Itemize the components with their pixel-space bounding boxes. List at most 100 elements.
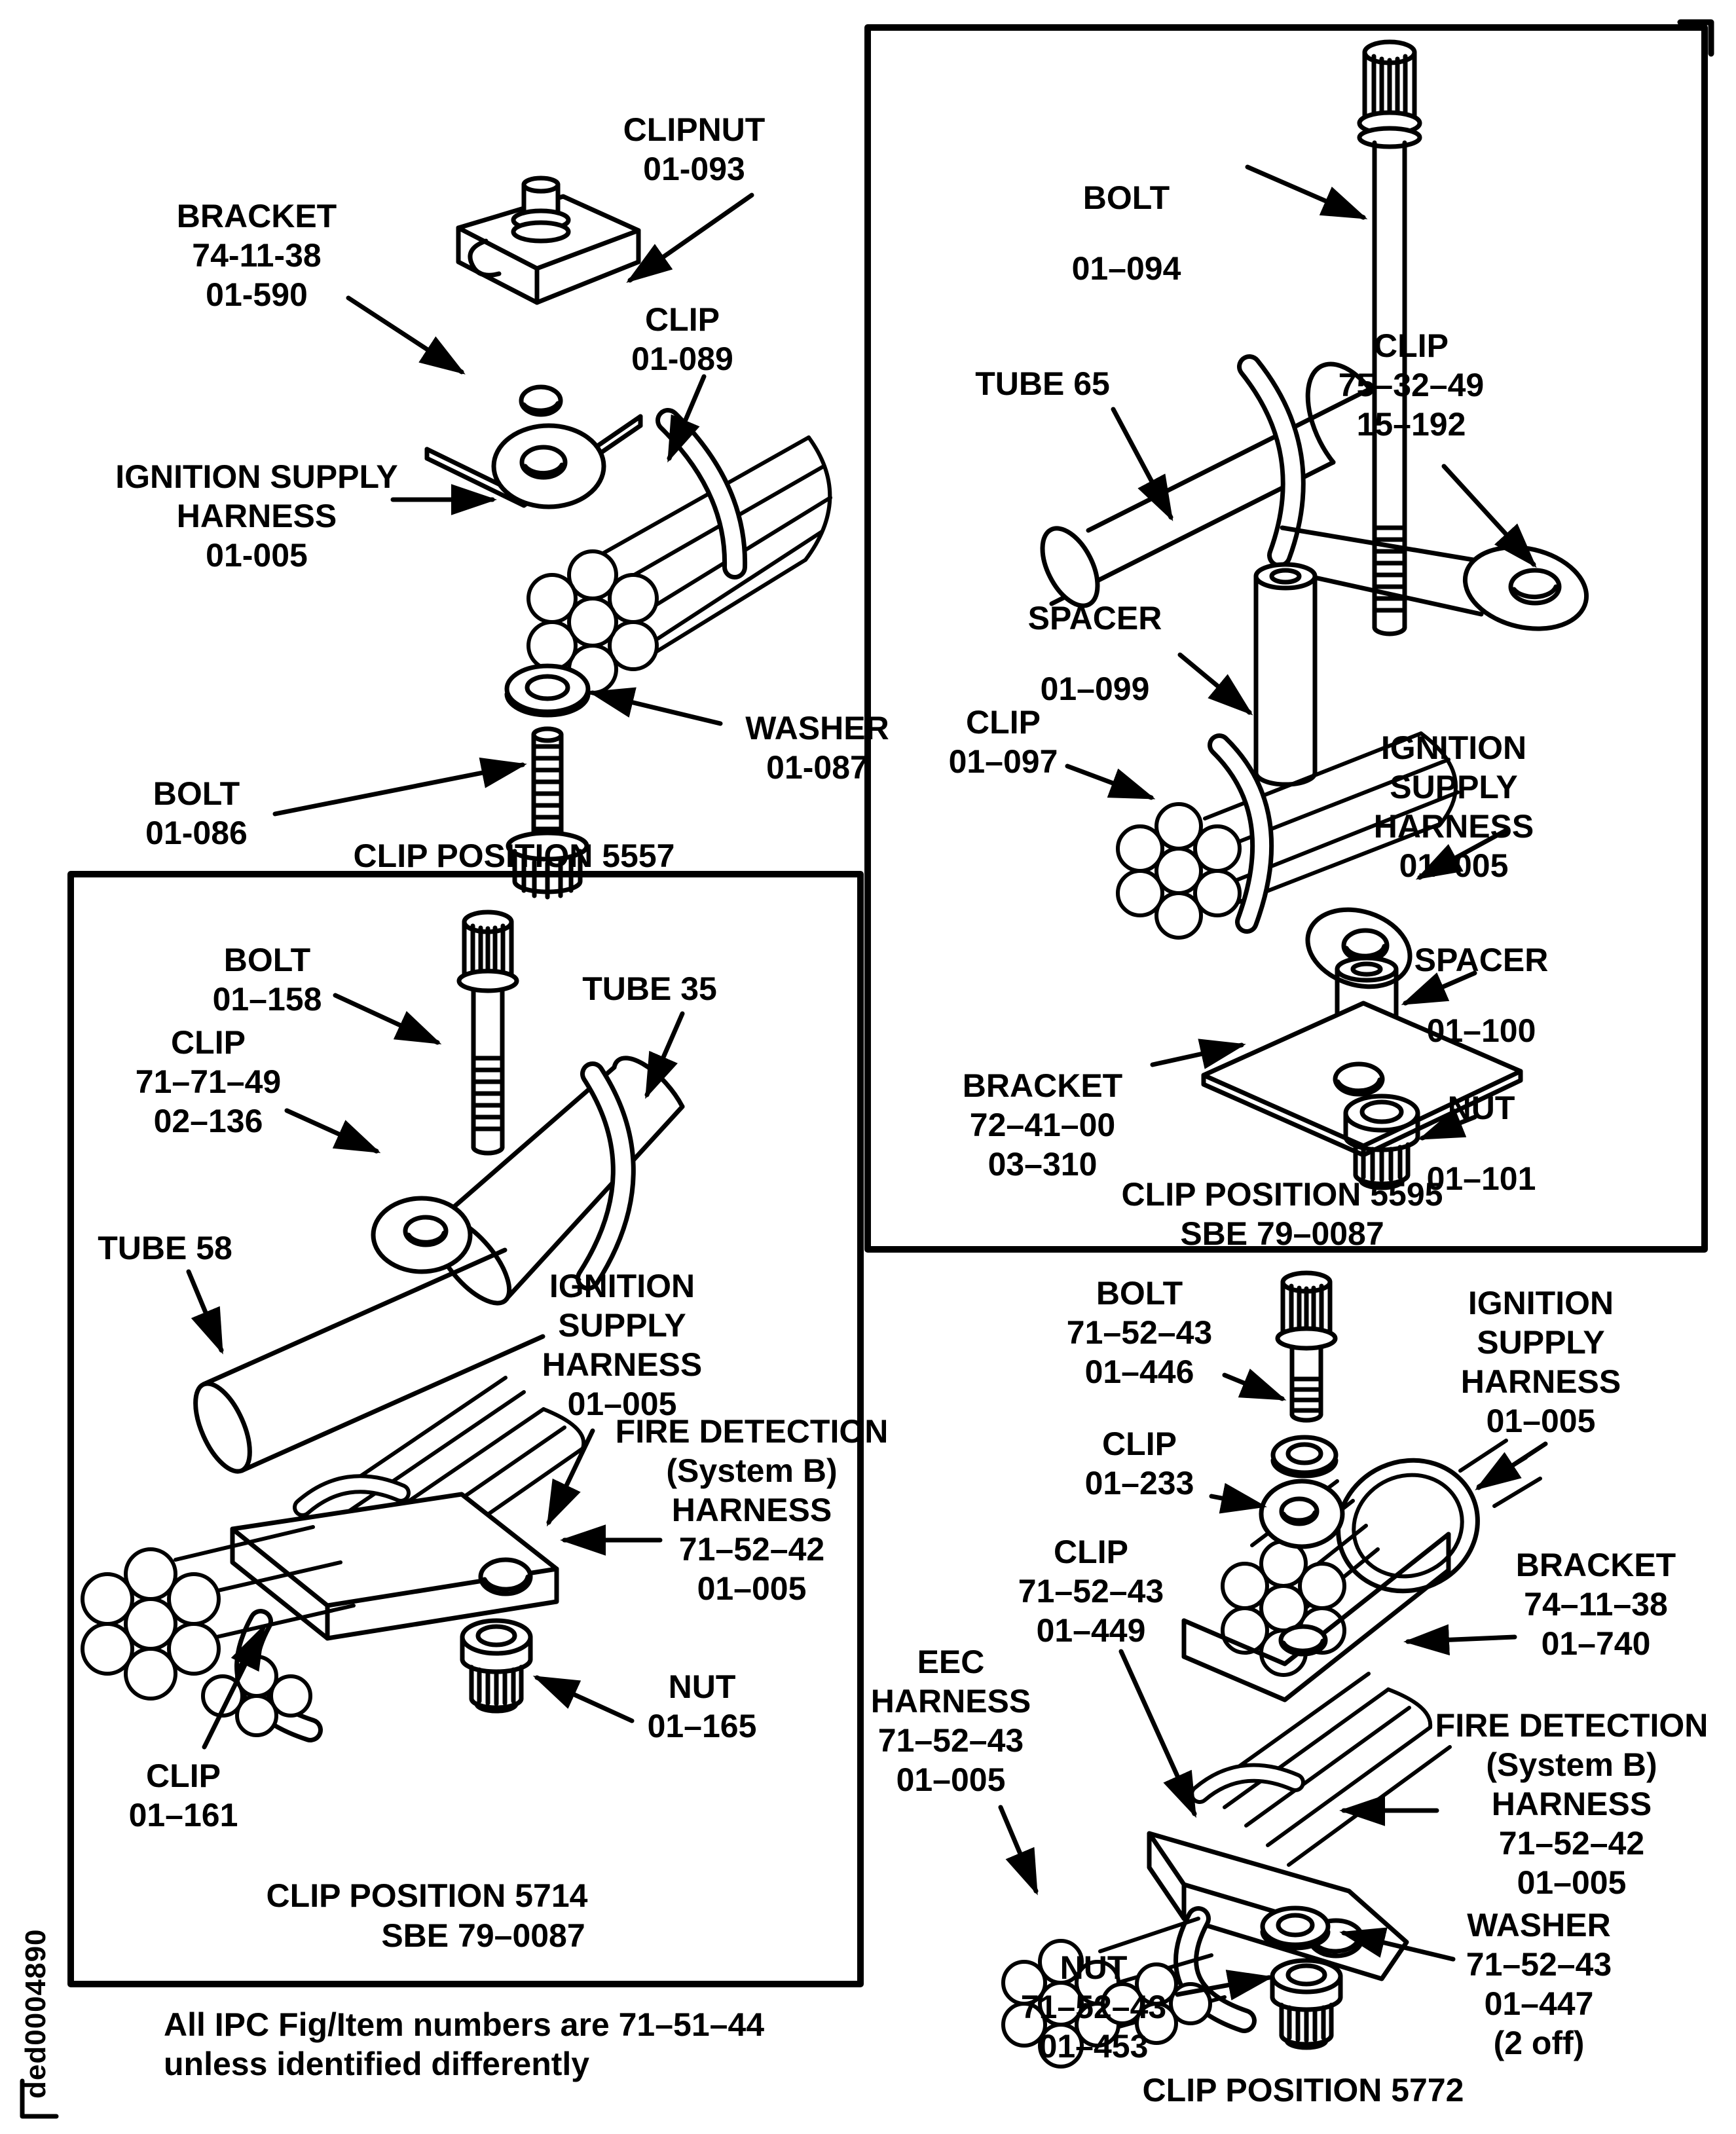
label-bracket-72-41-00-03-310-line: BRACKET [962,1067,1123,1104]
bracket-74-11-38-01-740-drawing [1181,1532,1451,1702]
label-fire-detection-harness-71-52-42-a-line: 01–005 [697,1570,807,1607]
label-nut-71-52-43-01-453-line: 01–453 [1039,2028,1149,2065]
label-bracket-72-41-00-03-310-line: 03–310 [988,1146,1098,1183]
bolt-01-086-drawing [506,726,589,900]
label-ignition-supply-harness-01-005-a-line: HARNESS [176,498,337,534]
clipnut-01-093-drawing [456,175,641,305]
note-ipc-numbers-line: unless identified differently [164,2046,590,2082]
label-ignition-supply-harness-01-005-d-line: HARNESS [1460,1363,1621,1400]
label-clipnut-01-093-line: 01-093 [643,151,745,187]
label-clip-01-097-line: CLIP [966,704,1041,741]
caption-sbe-79-0087-5714: SBE 79–0087 [381,1916,585,1955]
label-bracket-74-11-38-01-590-line: 74-11-38 [192,237,322,274]
corner-mark-bottom-left [20,2078,59,2119]
label-ignition-supply-harness-01-005-a-line: 01-005 [206,537,308,574]
tube-58-drawing [193,1247,545,1474]
label-eec-harness-71-52-43-01-005-line: 71–52–43 [877,1722,1024,1759]
label-fire-detection-harness-71-52-42-b-line: FIRE DETECTION [1435,1707,1708,1744]
caption-sbe-79-0087-5714-line: SBE 79–0087 [381,1917,585,1954]
label-ignition-supply-harness-01-005-c-line: HARNESS [542,1346,703,1383]
label-fire-detection-harness-71-52-42-a-line: HARNESS [671,1492,832,1528]
label-ignition-supply-harness-01-005-d-line: IGNITION [1468,1285,1614,1321]
bracket-hole-01-590-drawing [519,384,563,417]
label-fire-detection-harness-71-52-42-a-line: (System B) [666,1452,838,1489]
washer-01-447-drawing [1260,1905,1331,1951]
label-clip-75-32-49-15-192-line: 15–192 [1356,406,1466,443]
caption-clip-position-5595-line: SBE 79–0087 [1180,1215,1384,1252]
label-tube-35-line: TUBE 35 [582,970,717,1007]
clip-5772-assembly-drawing [1001,1672,1452,2069]
label-bolt-71-52-43-01-446-line: 01–446 [1084,1353,1194,1390]
label-bracket-74-11-38-01-740-line: BRACKET [1515,1547,1676,1583]
label-nut-71-52-43-01-453-line: 71–52–43 [1020,1989,1167,2025]
label-bolt-01-158-line: 01–158 [212,981,322,1018]
label-clip-01-233-line: 01–233 [1084,1465,1194,1501]
label-bolt-01-094-line: 01–094 [1071,250,1181,287]
label-eec-harness-71-52-43-01-005-line: EEC [917,1644,985,1680]
label-washer-71-52-43-01-447-line: (2 off) [1493,2025,1585,2061]
label-clip-71-52-43-01-449-line: 01–449 [1036,1612,1146,1649]
label-fire-detection-harness-71-52-42-b-line: (System B) [1486,1746,1657,1783]
label-fire-detection-harness-71-52-42-a-line: FIRE DETECTION [615,1413,889,1450]
label-bolt-01-158-line: BOLT [223,942,311,978]
bolt-01-158-drawing [456,910,519,1156]
label-clip-01-097-line: 01–097 [948,743,1058,780]
label-tube-58: TUBE 58 [98,1228,232,1268]
label-ignition-supply-harness-01-005-b-line: HARNESS [1373,808,1534,845]
label-fire-detection-harness-71-52-42-b-line: 71–52–42 [1498,1825,1645,1862]
tube-35-clip-71-71-49-drawing [371,1056,685,1306]
label-spacer-01-100-line: SPACER [1414,942,1549,978]
corner-mark-top-right [1677,19,1714,57]
label-spacer-01-100: SPACER 01–100 [1414,925,1549,1066]
label-spacer-01-099-line: SPACER [1027,600,1162,636]
label-ignition-supply-harness-01-005-b-line: 01–005 [1399,847,1509,884]
label-ignition-supply-harness-01-005-b-line: IGNITION [1380,729,1527,766]
label-washer-71-52-43-01-447-line: 01–447 [1484,1985,1594,2022]
spacer-01-099-drawing [1253,562,1318,787]
label-bracket-74-11-38-01-590-line: 01-590 [206,276,308,313]
label-washer-71-52-43-01-447-line: 71–52–43 [1466,1946,1612,1983]
label-eec-harness-71-52-43-01-005-line: HARNESS [870,1683,1031,1720]
label-fire-detection-harness-71-52-42-b-line: 01–005 [1517,1864,1627,1901]
tube-65-clip-75-32-49-drawing [1040,354,1589,631]
label-eec-harness-71-52-43-01-005-line: 01–005 [896,1761,1006,1798]
caption-clip-position-5714: CLIP POSITION 5714 [267,1876,588,1915]
label-spacer-01-100-line: 01–100 [1426,1012,1536,1049]
label-ignition-supply-harness-01-005-d-line: SUPPLY [1477,1324,1605,1361]
label-tube-65-line: TUBE 65 [975,365,1110,402]
label-bolt-01-086-line: 01-086 [145,815,248,851]
label-tube-58-line: TUBE 58 [98,1230,232,1266]
nut-01-165-drawing [460,1618,533,1714]
label-clipnut-01-093-line: CLIPNUT [623,111,766,148]
label-clip-71-71-49-02-136-line: CLIP [171,1024,246,1061]
caption-clip-position-5714-line: CLIP POSITION 5714 [266,1877,588,1914]
label-nut-01-165-line: 01–165 [647,1708,757,1744]
label-ignition-supply-harness-01-005-b-line: SUPPLY [1390,769,1518,805]
label-nut-01-101-line: NUT [1447,1090,1515,1126]
clip-01-233-harness-drawing [1221,1439,1542,1677]
label-ignition-supply-harness-01-005-a-line: IGNITION SUPPLY [115,458,398,495]
box-clip-position-5714 [67,871,864,1987]
bolt-01-094-drawing [1357,39,1422,636]
label-spacer-01-099-line: 01–099 [1040,671,1150,707]
label-clip-71-52-43-01-449-line: CLIP [1054,1534,1128,1570]
clip-01-089-harness-drawing [491,408,832,695]
label-fire-detection-harness-71-52-42-b-line: HARNESS [1491,1786,1652,1822]
label-clip-71-71-49-02-136-line: 02–136 [153,1103,263,1139]
